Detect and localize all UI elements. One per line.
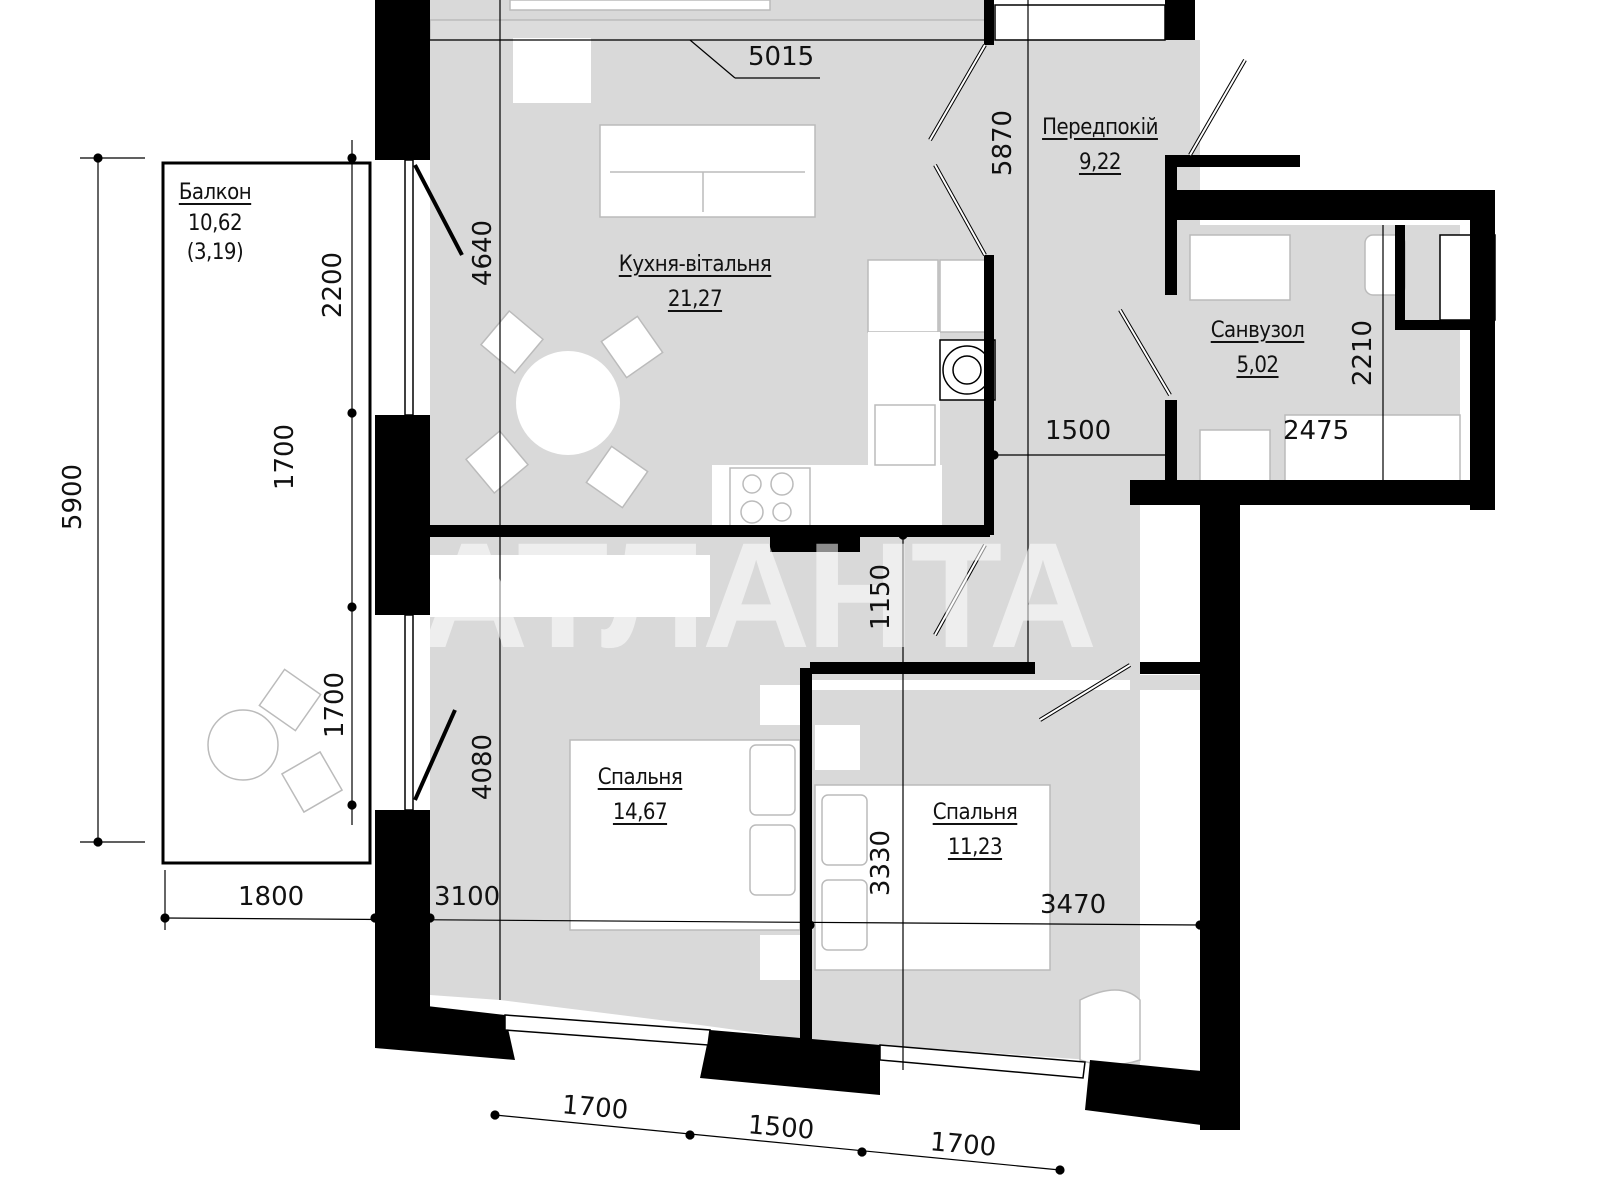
chair xyxy=(464,429,530,495)
windows-doors xyxy=(404,4,1166,1079)
office-chair xyxy=(1079,989,1141,1066)
wall-west-mid xyxy=(375,415,430,615)
room-name: Кухня-вітальня xyxy=(618,252,772,277)
cooktop xyxy=(729,467,811,529)
top-cabinet xyxy=(509,0,771,11)
wall-bottom-pier xyxy=(700,1030,880,1095)
wall-east xyxy=(1200,485,1240,1130)
dim-kitchen-depth: 4640 xyxy=(468,219,499,287)
room-area: 9,22 xyxy=(1078,150,1122,175)
dim-bedroom1-depth: 4080 xyxy=(468,733,499,801)
room-bedroom-1: Спальня 14,67 xyxy=(580,765,700,825)
hall-wardrobe xyxy=(1140,505,1205,675)
bath-sink xyxy=(1189,234,1291,301)
window-b1 xyxy=(504,1014,711,1046)
dim-balcony-window-bottom: 1700 xyxy=(320,671,351,739)
entry-door xyxy=(994,4,1166,41)
upper-cabinet xyxy=(939,259,991,333)
dim-bedroom2-depth: 3330 xyxy=(866,829,897,897)
dining-table xyxy=(516,351,620,455)
washer xyxy=(1199,429,1271,486)
wall-kitchen-hall xyxy=(984,0,994,45)
dim-hall-passage: 1500 xyxy=(1045,416,1112,446)
dim-balcony-width: 1800 xyxy=(238,882,305,912)
dim-bathroom-width: 2475 xyxy=(1283,416,1350,446)
room-area: 11,23 xyxy=(947,835,1003,860)
room-name: Спальня xyxy=(932,800,1018,825)
room-balcony: Балкон 10,62 (3,19) xyxy=(160,180,270,265)
dim-corridor: 1150 xyxy=(866,563,897,631)
furniture xyxy=(161,0,1496,1070)
dim-bedroom2-width: 3470 xyxy=(1040,890,1107,920)
room-kitchen-living: Кухня-вітальня 21,27 xyxy=(600,252,790,312)
dim-bathroom-depth: 2210 xyxy=(1348,319,1379,387)
room-area: 10,62 xyxy=(187,211,243,236)
dim-balcony-total: 5900 xyxy=(58,463,89,531)
wall-entry xyxy=(1165,0,1195,40)
room-name: Балкон xyxy=(178,180,252,205)
sink xyxy=(874,404,936,466)
wall-bath-top xyxy=(1165,155,1300,167)
bedroom2-wardrobe xyxy=(1140,690,1205,1070)
dimension-lines xyxy=(80,0,1384,1175)
room-hallway: Передпокій 9,22 xyxy=(1025,115,1175,175)
dim-bottom-seg3: 1700 xyxy=(928,1127,998,1163)
dim-hallway-length: 5870 xyxy=(988,109,1019,177)
shelf-unit xyxy=(513,38,591,103)
wall-bedroom-divider xyxy=(800,668,812,1048)
window-b2 xyxy=(879,1044,1086,1079)
dim-bottom-seg1: 1700 xyxy=(560,1090,630,1126)
door-swings-inner xyxy=(929,44,1246,721)
dim-bedroom1-width: 3100 xyxy=(434,882,501,912)
fridge xyxy=(867,259,939,333)
wardrobe-b1 xyxy=(430,555,710,617)
room-name: Спальня xyxy=(597,765,683,790)
wall-bath-west xyxy=(1165,400,1177,495)
chair xyxy=(585,445,649,509)
wall-sw-corner xyxy=(375,1000,515,1060)
room-name: Передпокій xyxy=(1042,115,1158,140)
wall-west-top xyxy=(375,0,430,160)
room-bathroom: Санвузол 5,02 xyxy=(1195,318,1320,378)
dim-balcony-mid: 1700 xyxy=(270,423,301,491)
room-area-reduced: (3,19) xyxy=(186,240,244,265)
bathtub xyxy=(1284,414,1461,486)
room-bedroom-2: Спальня 11,23 xyxy=(915,800,1035,860)
wall-bedroom2-north xyxy=(810,662,1035,674)
wall-bath-south xyxy=(1130,480,1495,505)
chair xyxy=(479,309,545,375)
kitchen-top-band xyxy=(429,19,991,41)
room-area: 21,27 xyxy=(667,287,723,312)
room-name: Санвузол xyxy=(1210,318,1305,343)
dim-bottom-seg2: 1500 xyxy=(746,1110,816,1146)
dim-balcony-window-top: 2200 xyxy=(318,251,349,319)
balcony-table xyxy=(207,709,279,781)
dim-kitchen-width: 5015 xyxy=(748,42,815,72)
balcony-door-bottom xyxy=(404,614,414,811)
walls xyxy=(375,0,1495,1130)
room-area: 14,67 xyxy=(612,800,668,825)
room-area: 5,02 xyxy=(1236,353,1279,378)
balcony-door-top xyxy=(404,159,414,416)
chair xyxy=(600,315,664,379)
sofa xyxy=(599,124,816,218)
balcony-floor xyxy=(161,161,372,865)
